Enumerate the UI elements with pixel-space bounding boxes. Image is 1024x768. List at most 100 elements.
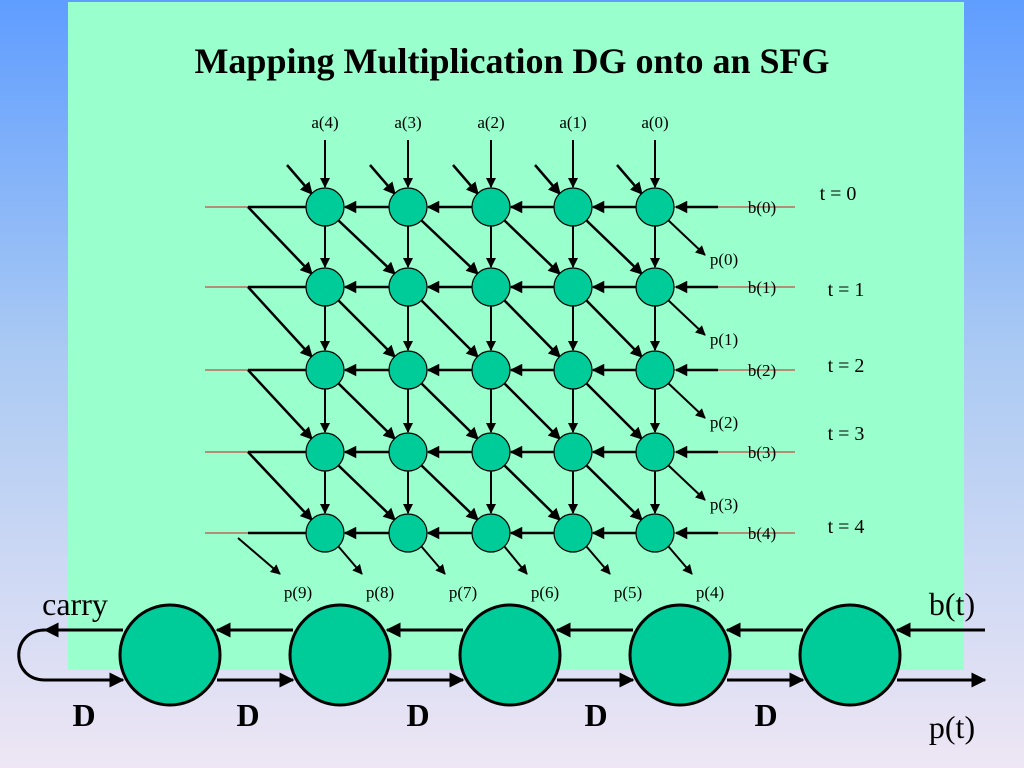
label-p-bottom: p(4) — [696, 583, 724, 602]
dg-node — [635, 187, 675, 227]
diagonal-edge — [585, 382, 643, 440]
content-panel — [68, 2, 964, 670]
diagonal-edge — [585, 299, 643, 358]
delay-label: D — [406, 697, 429, 733]
output-arrow-p — [667, 464, 706, 501]
diagonal-edge — [503, 219, 561, 275]
diagonal-edge-carry — [247, 286, 313, 358]
label-p: p(0) — [710, 250, 738, 269]
output-arrow-p-bottom — [337, 545, 363, 575]
diagonal-edge-in — [452, 164, 479, 195]
label-p: p(2) — [710, 413, 738, 432]
dg-node — [553, 350, 593, 390]
dg-node — [388, 267, 428, 307]
delay-label: D — [72, 697, 95, 733]
diagonal-edge — [337, 299, 396, 358]
output-arrow-p-bottom — [237, 537, 281, 575]
dg-node — [471, 513, 511, 553]
dg-node — [305, 350, 345, 390]
sfg-carry-label: carry — [42, 586, 108, 622]
dg-node — [471, 432, 511, 472]
diagonal-edge — [585, 219, 643, 275]
diagonal-edge-carry — [247, 451, 313, 521]
dg-node — [553, 432, 593, 472]
diagonal-edge-carry — [247, 369, 313, 440]
dg-edges — [237, 140, 718, 575]
dg-node — [388, 187, 428, 227]
diagonal-edge — [337, 464, 396, 521]
diagonal-edge-in — [369, 164, 396, 195]
diagonal-edge-carry — [247, 206, 313, 275]
diagonal-edge — [420, 464, 479, 521]
dg-node — [305, 267, 345, 307]
delay-label: D — [236, 697, 259, 733]
sfg-node — [458, 603, 562, 707]
label-b: b(2) — [748, 361, 776, 380]
diagonal-edge — [503, 382, 561, 440]
dg-node — [305, 187, 345, 227]
output-arrow-p — [667, 299, 706, 336]
sfg-carry-loop — [17, 628, 46, 682]
sfg-node — [288, 603, 392, 707]
dg-node — [305, 432, 345, 472]
label-a: a(4) — [311, 113, 338, 132]
sfg-node — [798, 603, 902, 707]
output-arrow-p-bottom — [585, 545, 611, 575]
dg-node — [635, 267, 675, 307]
label-a: a(1) — [559, 113, 586, 132]
time-label: t = 3 — [828, 423, 865, 445]
output-arrow-p — [667, 382, 706, 419]
diagonal-edge — [585, 464, 643, 521]
diagonal-edge — [337, 219, 396, 275]
dg-nodes — [305, 187, 675, 553]
sfg-node — [628, 603, 732, 707]
label-p: p(3) — [710, 495, 738, 514]
delay-label: D — [754, 697, 777, 733]
label-p-bottom: p(5) — [614, 583, 642, 602]
dg-node — [388, 350, 428, 390]
label-p-bottom: p(9) — [284, 583, 312, 602]
dg-node — [553, 267, 593, 307]
label-p-bottom: p(6) — [531, 583, 559, 602]
dg-node — [635, 513, 675, 553]
diagonal-edge — [420, 382, 479, 440]
output-arrow-p — [667, 219, 706, 256]
dg-node — [553, 513, 593, 553]
dg-labels: a(4)a(3)a(2)a(1)a(0)b(0)b(1)b(2)b(3)b(4)… — [284, 113, 865, 602]
dg-node — [471, 267, 511, 307]
delay-label: D — [584, 697, 607, 733]
diagonal-edge — [503, 464, 561, 521]
label-b: b(4) — [748, 524, 776, 543]
diagonal-edge — [420, 219, 479, 275]
dg-node — [553, 187, 593, 227]
output-arrow-p-bottom — [503, 545, 528, 575]
dg-node — [305, 513, 345, 553]
dg-node — [635, 350, 675, 390]
time-label: t = 0 — [820, 183, 857, 205]
slide-title: Mapping Multiplication DG onto an SFG — [194, 41, 830, 81]
label-b: b(0) — [748, 198, 776, 217]
label-p-bottom: p(7) — [449, 583, 477, 602]
dg-node — [388, 513, 428, 553]
time-label: t = 2 — [828, 355, 865, 377]
label-a: a(3) — [394, 113, 421, 132]
label-b: b(1) — [748, 278, 776, 297]
sfg-node — [118, 603, 222, 707]
sfg-input-label: b(t) — [929, 586, 975, 622]
dg-node — [471, 350, 511, 390]
diagonal-edge-in — [534, 164, 561, 195]
sfg: carry b(t) p(t) D D D D D — [17, 586, 987, 745]
diagonal-edge-in — [286, 164, 313, 195]
label-p: p(1) — [710, 330, 738, 349]
dg-node — [388, 432, 428, 472]
output-arrow-p-bottom — [667, 545, 693, 575]
label-a: a(0) — [641, 113, 668, 132]
time-label: t = 1 — [828, 279, 865, 301]
time-label: t = 4 — [828, 516, 865, 538]
label-b: b(3) — [748, 443, 776, 462]
diagonal-edge — [420, 299, 479, 358]
dg-node — [471, 187, 511, 227]
sfg-output-label: p(t) — [929, 709, 975, 745]
